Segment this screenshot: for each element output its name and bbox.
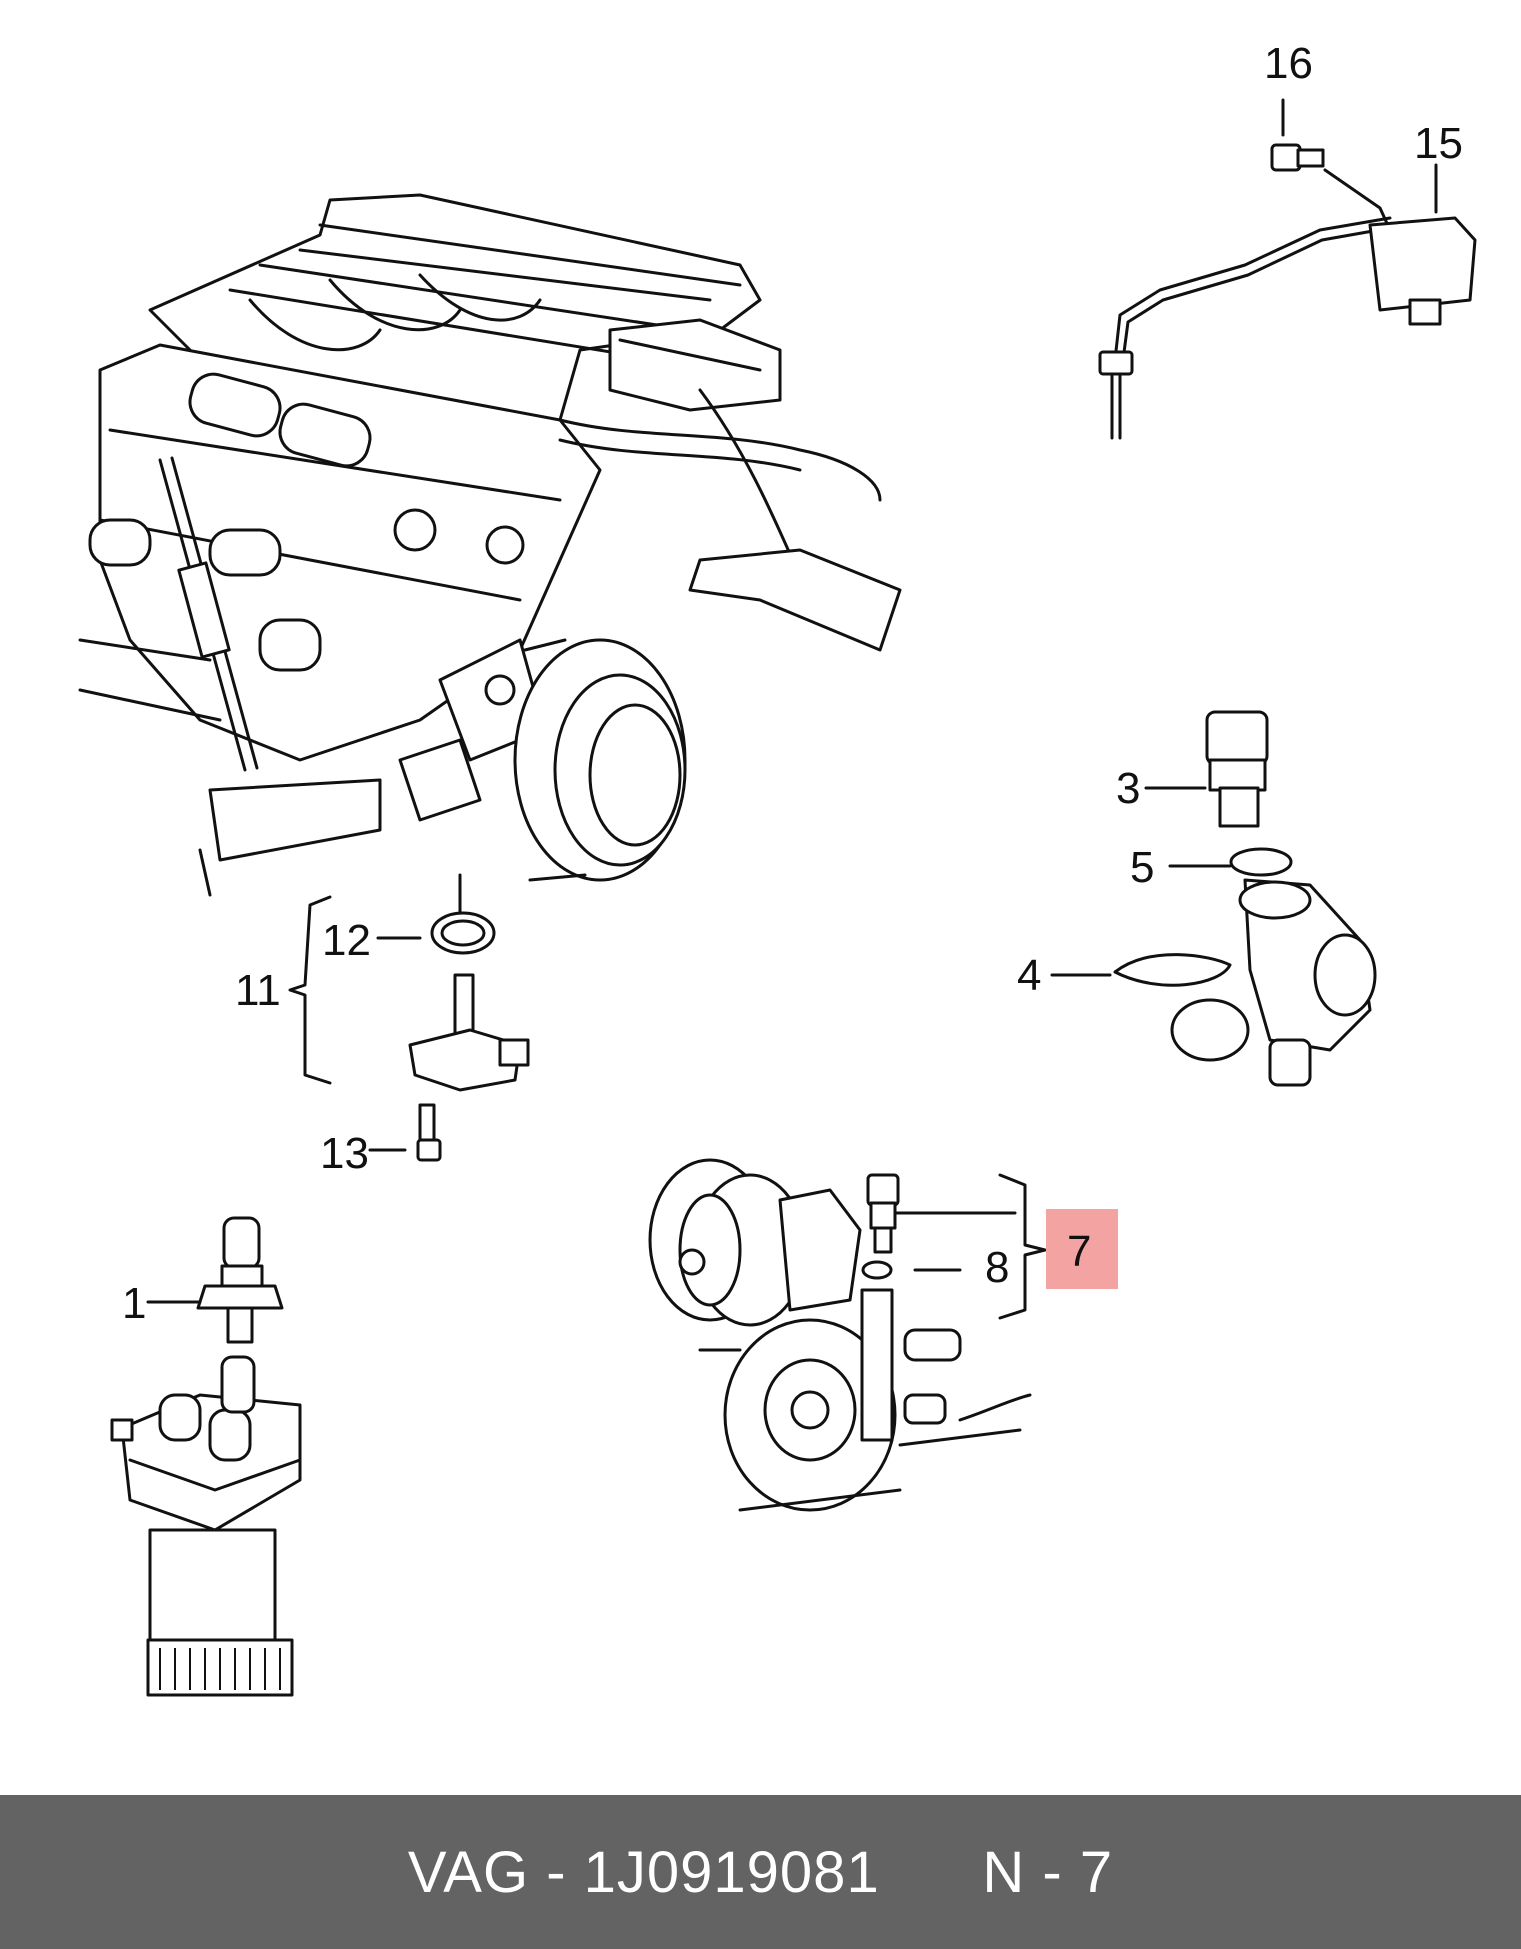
highlight-box: [1046, 1209, 1118, 1289]
footer-position-prefix: N: [982, 1839, 1026, 1905]
callout-16: 16: [1264, 39, 1313, 88]
pump-assembly-7-8: [648, 1158, 1047, 1512]
footer-bar: VAG - 1J0919081 N - 7: [0, 1795, 1521, 1949]
sensor-assembly-11: [288, 895, 530, 1162]
callout-4: 4: [1017, 951, 1041, 1000]
callout-8: 8: [985, 1243, 1009, 1292]
callout-7: 7: [1067, 1227, 1091, 1276]
engine-illustration: [78, 193, 902, 942]
footer-position-number: 7: [1079, 1839, 1114, 1905]
callout-11: 11: [235, 966, 281, 1015]
leader-lines: [146, 98, 1438, 1304]
footer-gap: [880, 1840, 983, 1905]
sensor-wire-15-16: [1098, 143, 1477, 440]
parts-diagram: 16 15 3 5 4 12 11 13 8 7 1: [78, 39, 1477, 1697]
footer-caption: VAG - 1J0919081 N - 7: [408, 1839, 1113, 1906]
footer-brand: VAG: [407, 1839, 530, 1905]
callout-labels: 16 15 3 5 4 12 11 13 8 7 1: [122, 39, 1463, 1328]
callout-13: 13: [320, 1129, 369, 1178]
footer-separator: -: [529, 1839, 584, 1905]
footer-position-separator: -: [1025, 1839, 1080, 1905]
callout-12: 12: [322, 916, 371, 965]
callout-1: 1: [122, 1279, 146, 1328]
pressure-switch-1-and-filter: [110, 1216, 302, 1697]
callout-5: 5: [1130, 843, 1154, 892]
coolant-flange-3-4-5: [1113, 710, 1377, 1087]
callout-3: 3: [1116, 764, 1140, 813]
callout-15: 15: [1414, 119, 1463, 168]
footer-part-number: 1J0919081: [583, 1839, 880, 1905]
